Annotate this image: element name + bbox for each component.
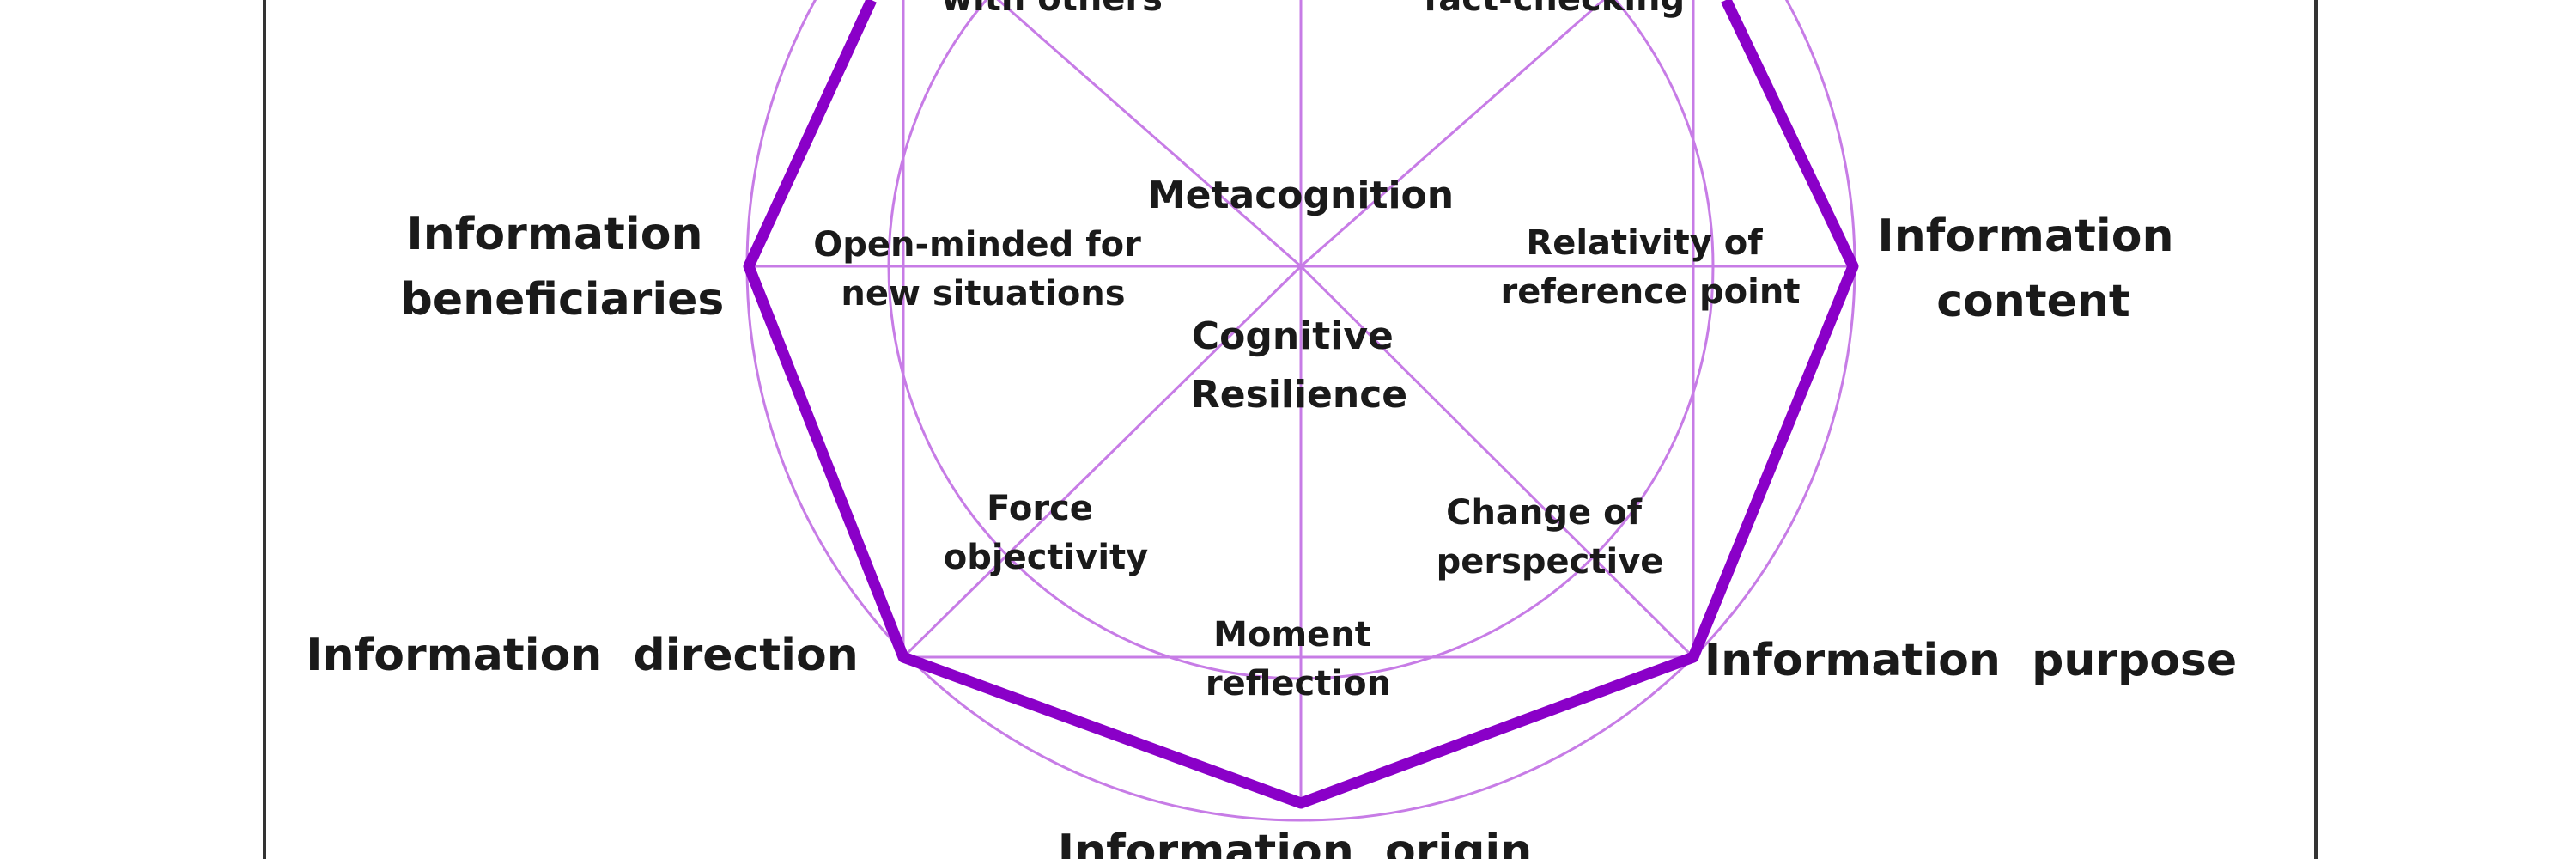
label-fact-checking: fact-checking <box>1424 0 1685 19</box>
label-information-purpose: Information purpose <box>1704 635 2237 686</box>
label-information-beneficiaries: Information beneficiaries <box>401 209 725 326</box>
label-information-direction: Information direction <box>306 630 858 681</box>
label-information-origin: Information origin <box>1058 825 1533 859</box>
guide-diagonal-up-right <box>1300 0 1606 268</box>
label-with-others: with others <box>941 0 1163 19</box>
label-change-of-perspective: Change of perspective <box>1437 493 1664 582</box>
label-force-objectivity: Force objectivity <box>944 489 1148 577</box>
label-information-content: Information content <box>1877 210 2189 327</box>
label-relativity: Relativity of reference point <box>1501 223 1801 312</box>
label-cognitive-resilience: Cognitive Resilience <box>1191 314 1407 417</box>
guide-diagonal-down-left <box>902 265 1303 659</box>
label-metacognition: Metacognition <box>1148 174 1454 217</box>
guide-diagonal-up-left <box>996 0 1302 268</box>
label-open-minded: Open-minded for new situations <box>813 225 1153 314</box>
heptagon-outline <box>743 0 1859 809</box>
guide-diagonal-down-right <box>1299 265 1695 659</box>
guide-square <box>902 0 1695 659</box>
label-moment-reflection: Moment reflection <box>1206 615 1391 704</box>
